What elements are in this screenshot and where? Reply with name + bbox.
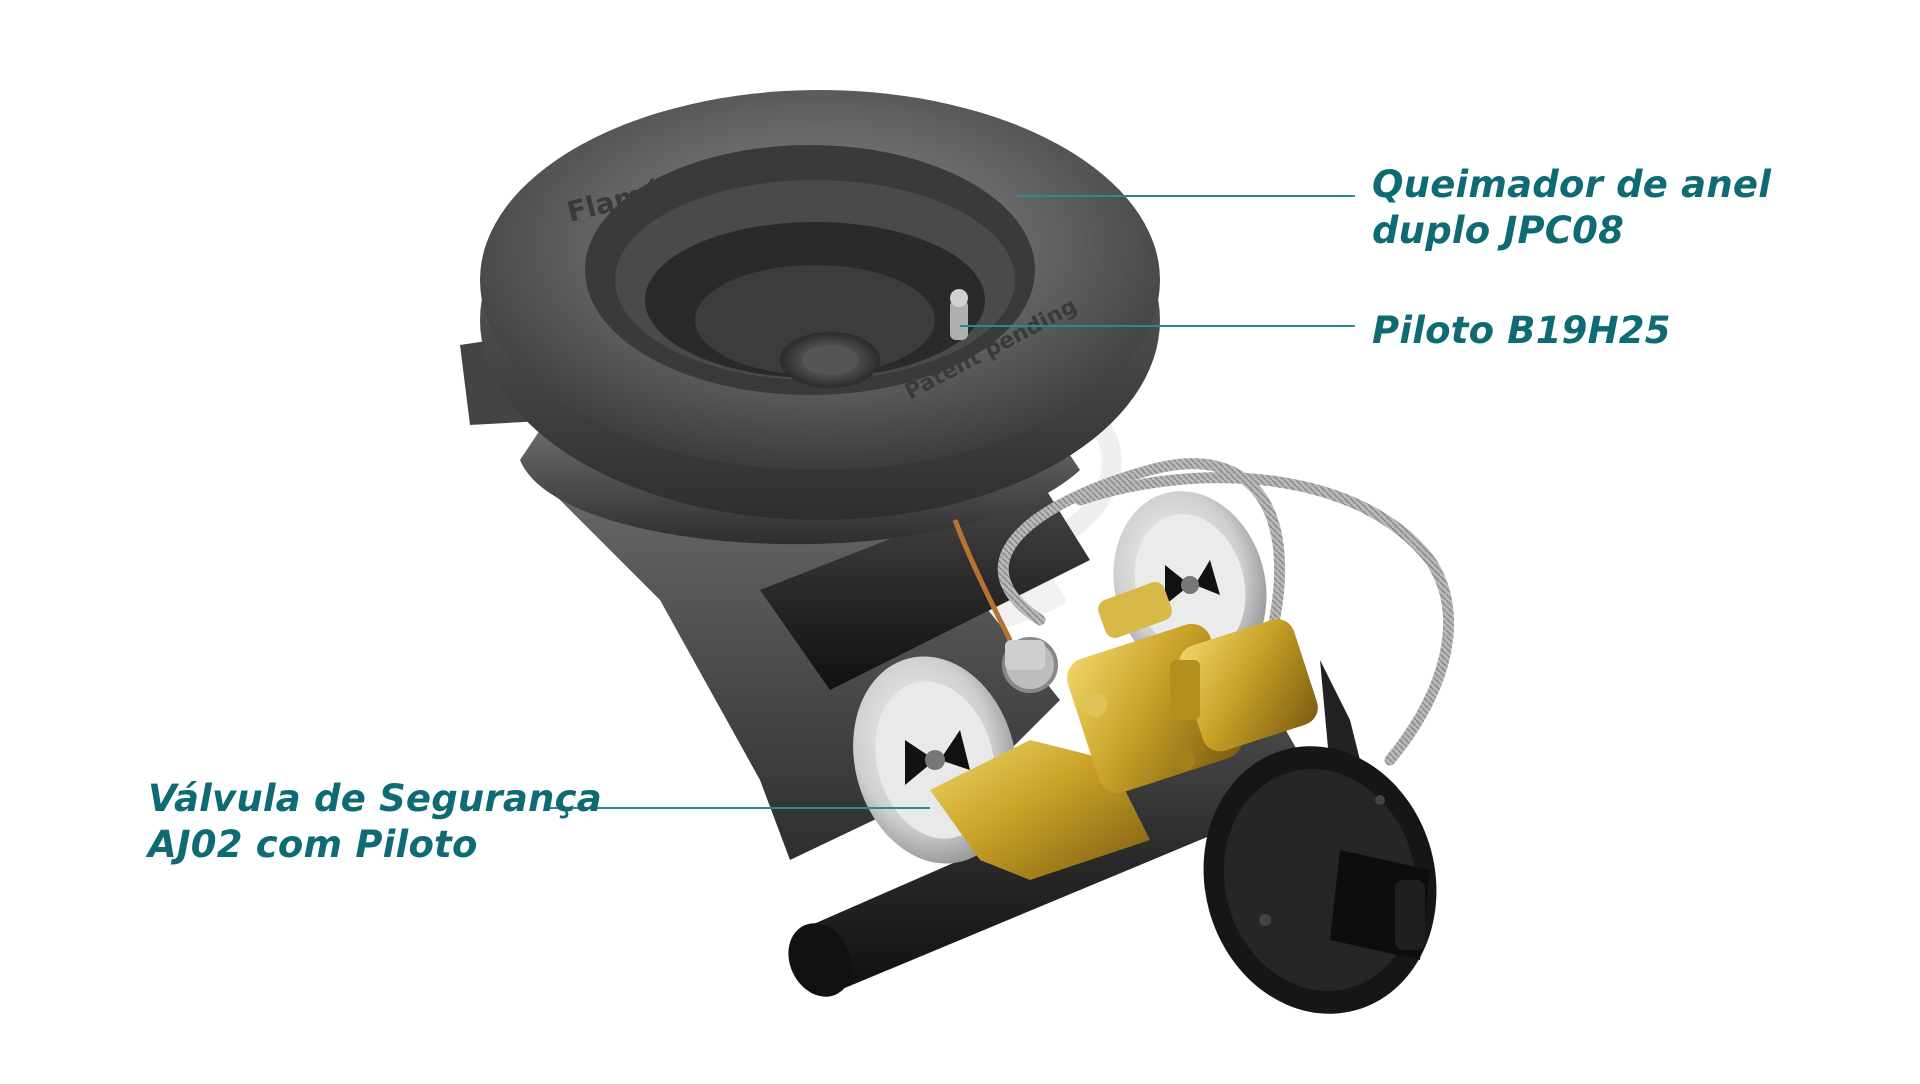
burner-ring [480, 90, 1160, 520]
pilot-burner [950, 289, 968, 340]
braided-hoses [997, 458, 1455, 766]
label-valve-line2: AJ02 com Piloto [148, 823, 478, 866]
thermocouple-line [952, 519, 1013, 642]
label-burner-line1: Queimador de anel [1372, 163, 1772, 206]
label-burner-line2: duplo JPC08 [1372, 209, 1625, 252]
label-pilot: Piloto B19H25 [1372, 308, 1671, 354]
label-valve: Válvula de Segurança AJ02 com Piloto [148, 776, 602, 868]
label-valve-line1: Válvula de Segurança [148, 777, 602, 820]
brass-safety-valve [930, 582, 1318, 880]
leader-lines [545, 195, 1355, 809]
label-pilot-line1: Piloto B19H25 [1372, 309, 1671, 352]
label-burner: Queimador de anel duplo JPC08 [1372, 162, 1771, 254]
valve-knob [1203, 746, 1437, 1014]
